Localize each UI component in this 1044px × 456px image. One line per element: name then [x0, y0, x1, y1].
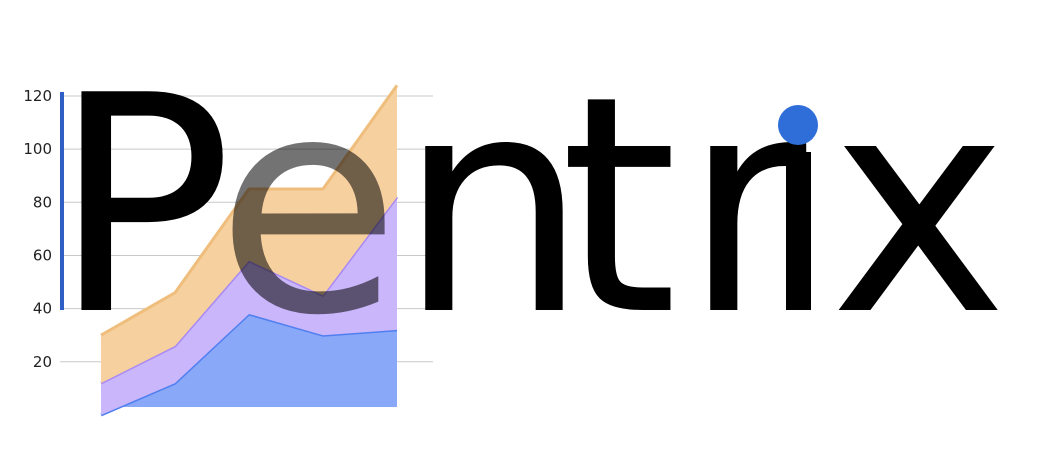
pentrix-wordmark: Pentrix — [52, 32, 1008, 381]
letter-i-stem — [786, 152, 811, 310]
chart-stacked-areas — [100, 84, 399, 417]
y-tick-label: 120 — [23, 87, 52, 105]
letter-t: t — [560, 32, 678, 381]
area-series-1 — [101, 313, 397, 415]
y-tick-label: 20 — [33, 353, 52, 371]
letter-n: n — [398, 32, 588, 381]
y-tick-label: 80 — [33, 193, 52, 211]
letter-e: e — [216, 32, 401, 381]
letter-p: P — [52, 32, 233, 381]
i-dot-accent — [778, 105, 818, 145]
p-stem-accent — [60, 92, 64, 310]
y-tick-label: 100 — [23, 140, 52, 158]
letter-x: x — [830, 32, 1008, 381]
y-tick-label: 40 — [33, 300, 52, 318]
chart-y-axis: 20 40 60 80 100 120 — [23, 87, 52, 371]
area-series-3 — [101, 85, 397, 384]
series-line-3 — [100, 84, 399, 337]
area-series-2 — [101, 196, 397, 415]
y-tick-label: 60 — [33, 246, 52, 264]
